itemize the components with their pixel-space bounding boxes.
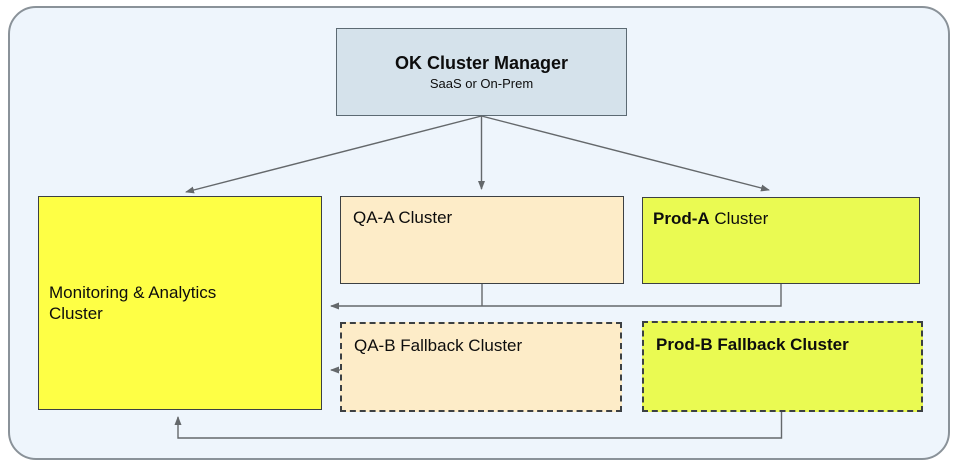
prod-a-name: Prod-A xyxy=(653,209,710,228)
qa-a-label: QA-A Cluster xyxy=(353,208,453,227)
node-qa-a-cluster: QA-A Cluster xyxy=(340,196,624,284)
prod-a-suffix: Cluster xyxy=(714,209,769,228)
cluster-manager-subtitle: SaaS or On-Prem xyxy=(429,76,534,92)
cluster-manager-title: OK Cluster Manager xyxy=(394,52,569,73)
prod-b-label: Prod-B Fallback Cluster xyxy=(656,335,849,354)
node-cluster-manager: OK Cluster Manager SaaS or On-Prem xyxy=(336,28,627,116)
monitoring-analytics-label: Monitoring & Analytics Cluster xyxy=(49,282,217,323)
node-prod-a-cluster: Prod-A Cluster xyxy=(642,197,920,284)
node-prod-b-fallback-cluster: Prod-B Fallback Cluster xyxy=(642,321,923,412)
node-monitoring-analytics-cluster: Monitoring & Analytics Cluster xyxy=(38,196,322,410)
node-qa-b-fallback-cluster: QA-B Fallback Cluster xyxy=(340,322,622,412)
qa-b-label: QA-B Fallback Cluster xyxy=(354,336,523,355)
